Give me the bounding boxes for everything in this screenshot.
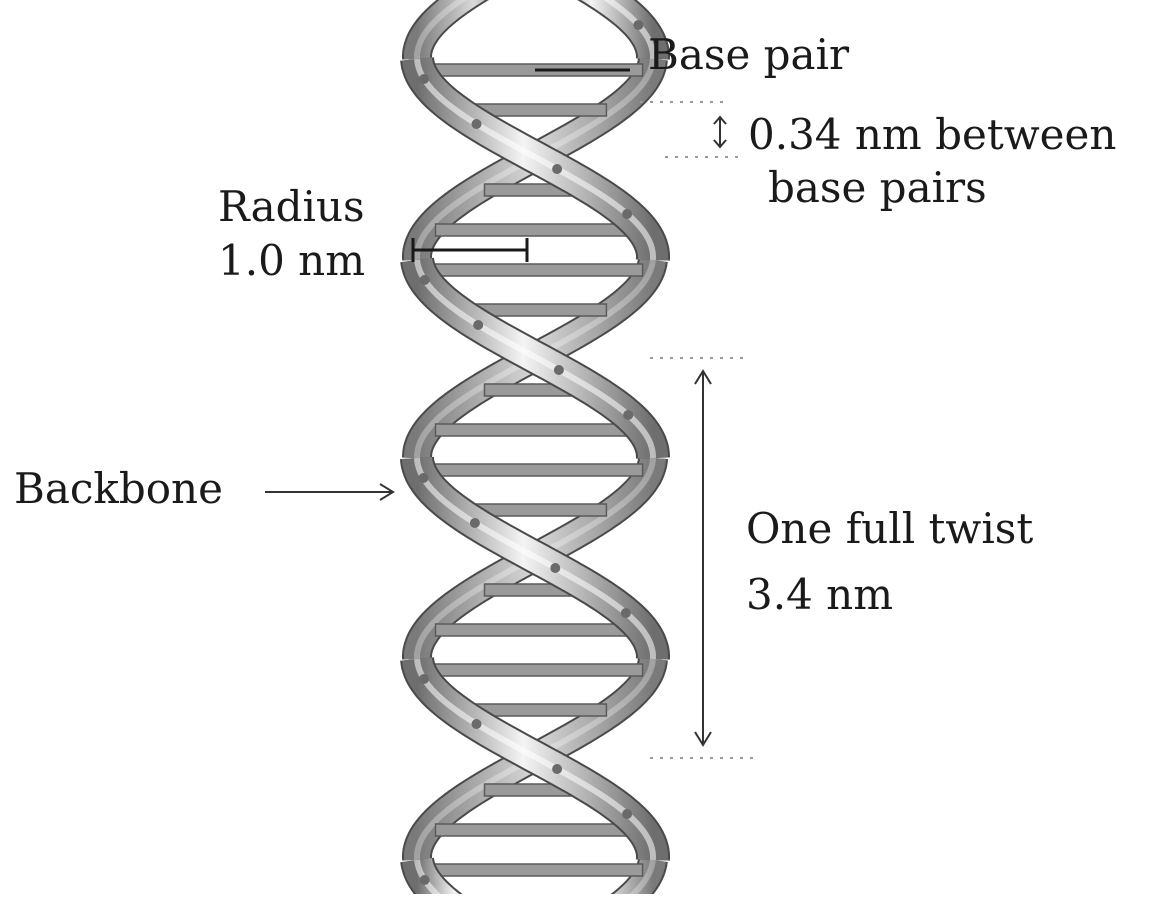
twist-double-arrow-icon [695,371,711,745]
backbone-dot [418,473,428,483]
backbone-dot [550,563,560,573]
front-strand-layer [417,0,653,894]
spacing-label-line2: base pairs [768,165,987,211]
backbone-label: Backbone [14,466,223,512]
base-pair-rung [436,424,635,436]
backbone-dot [419,74,429,84]
base-pair-rung [428,664,643,676]
backbone-dot [470,518,480,528]
spacing-label-line1: 0.34 nm between [748,112,1116,158]
radius-label-line1: Radius [218,184,365,230]
twist-label-line2: 3.4 nm [746,572,893,618]
spacing-double-arrow-icon [714,117,726,147]
base-pair-rung [436,224,635,236]
backbone-dot [622,809,632,819]
backbone-arrow-icon [265,484,393,500]
backbone-dot [554,365,564,375]
backbone-dot [552,764,562,774]
backbone-dot [420,275,430,285]
base-pair-rung [428,264,643,276]
backbone-dot [473,320,483,330]
backbone-dot [420,875,430,885]
base-pair-rung [436,624,635,636]
backbone-dot [552,164,562,174]
backbone-dot [472,119,482,129]
backbone-dot [472,719,482,729]
backbone-dot [419,674,429,684]
backbone-dot [622,209,632,219]
backbone-dot [621,608,631,618]
base-pair-label: Base pair [648,32,849,78]
twist-label-line1: One full twist [746,506,1033,552]
base-pair-rung [428,464,643,476]
radius-label-line2: 1.0 nm [218,238,365,284]
backbone-dot [623,410,633,420]
base-pair-rung [428,864,643,876]
base-pair-rung [436,824,635,836]
backbone-dot [633,20,643,30]
